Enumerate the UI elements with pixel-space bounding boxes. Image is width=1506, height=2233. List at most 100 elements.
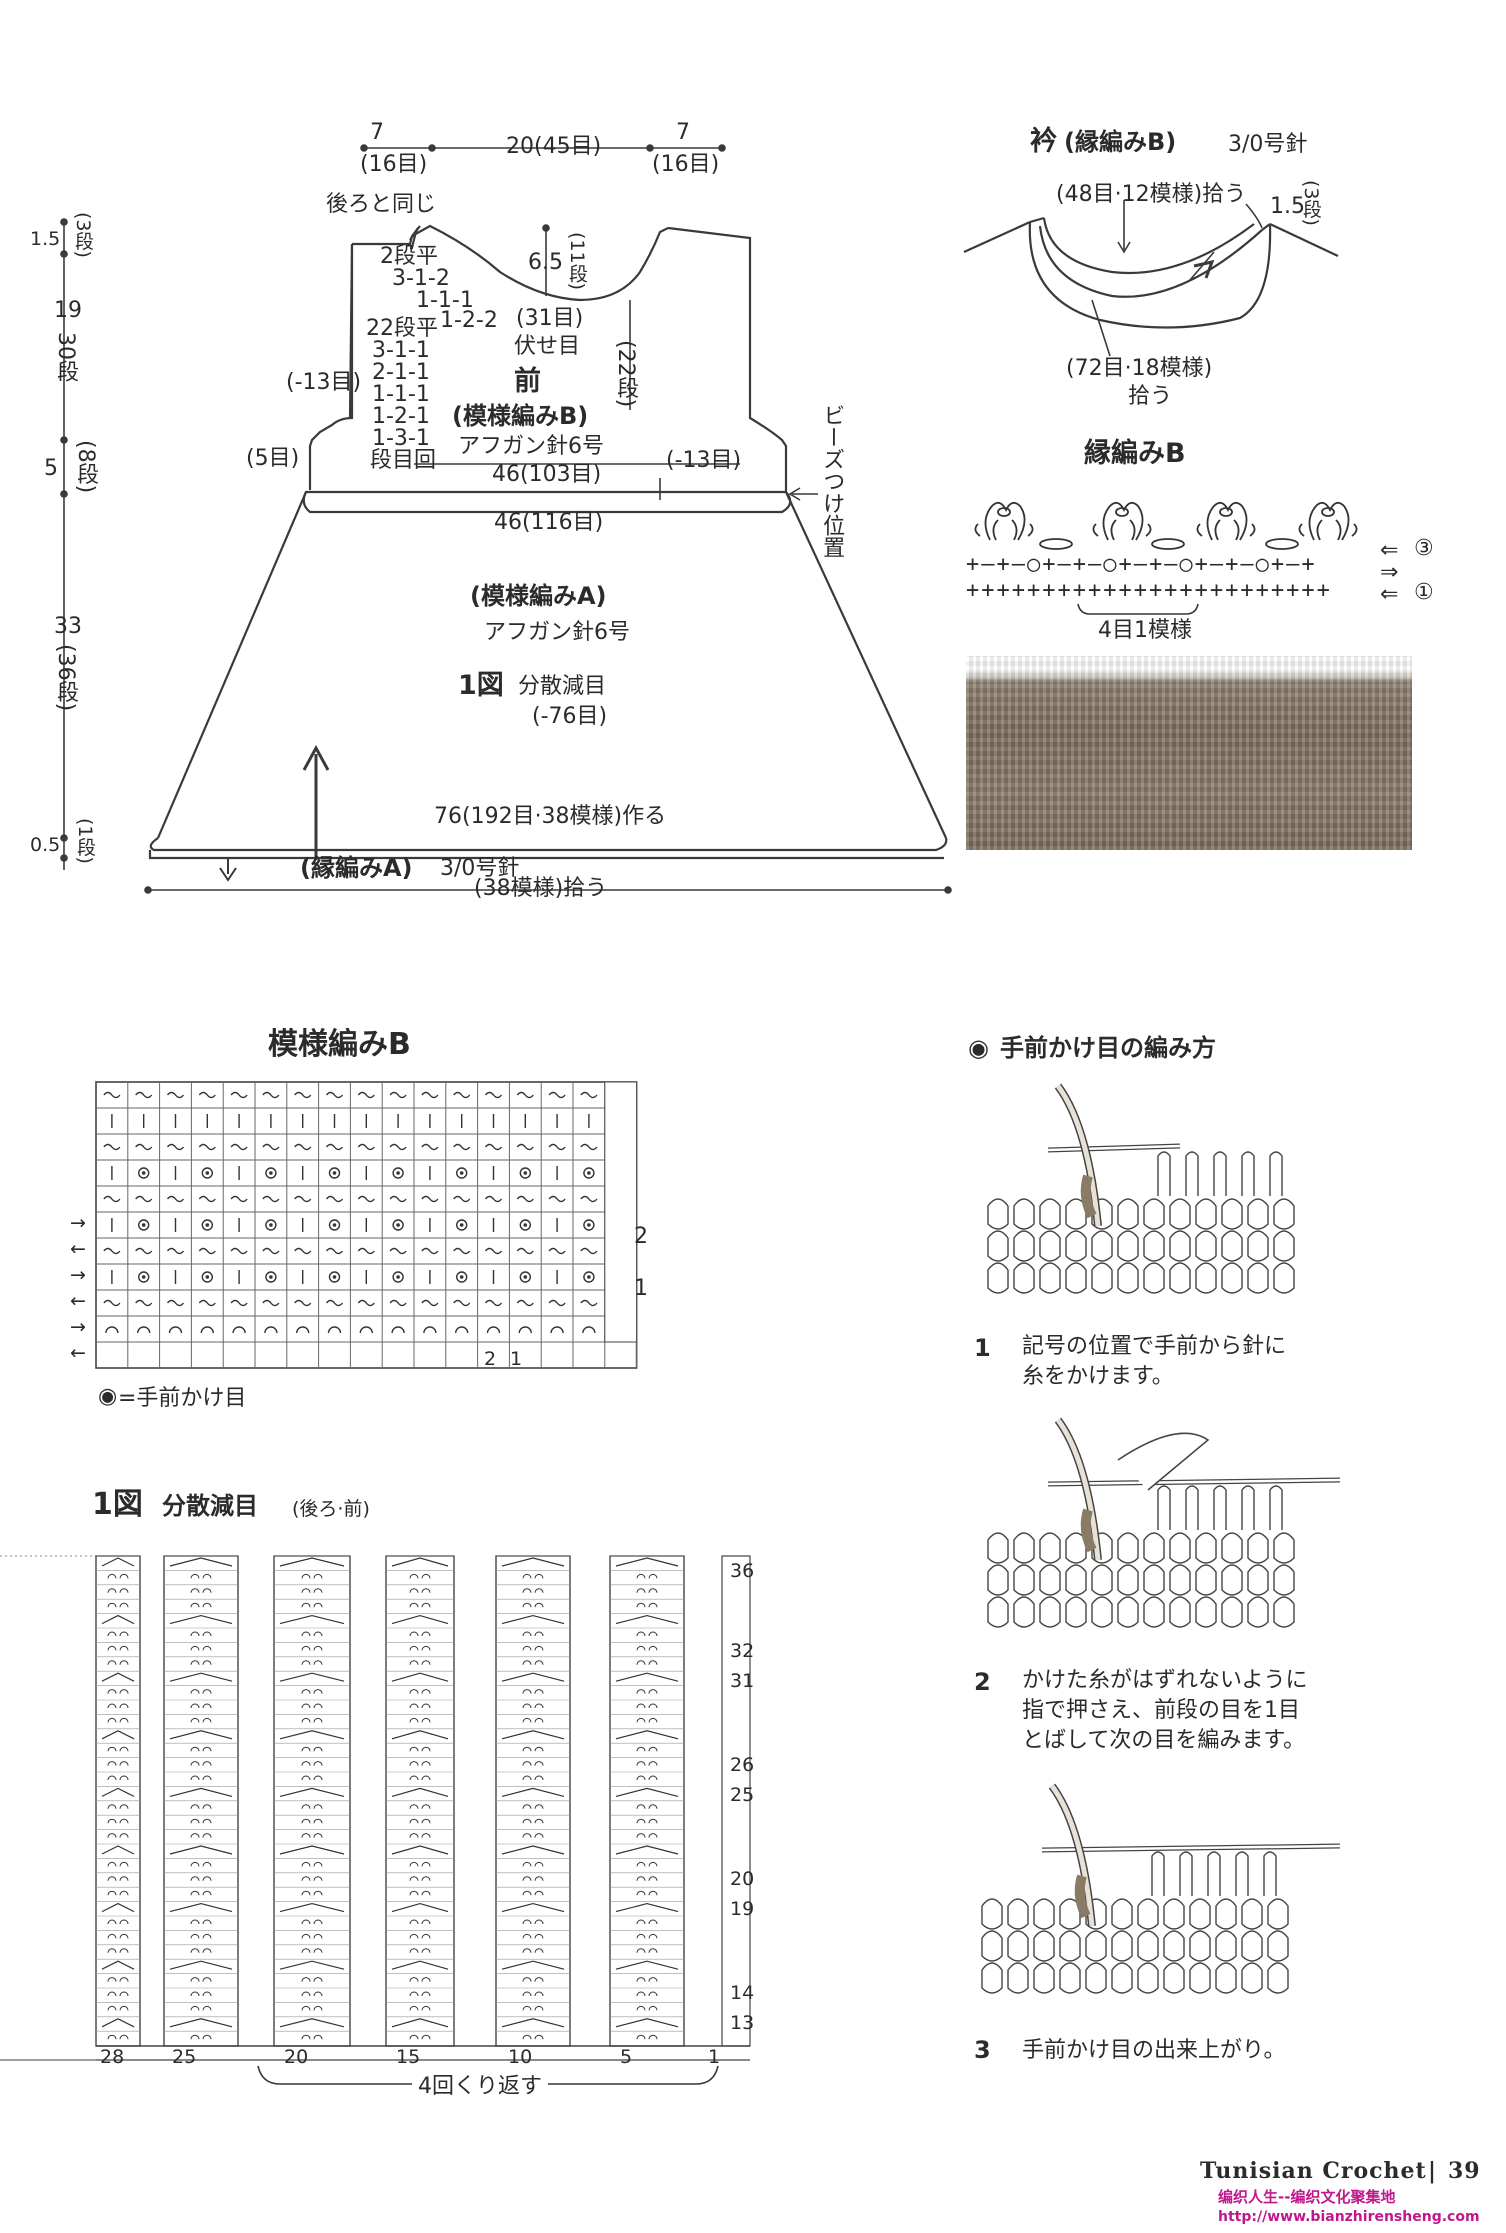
yarn-over-dot	[587, 1275, 591, 1279]
fig1-decrease-symbol	[101, 1557, 135, 1567]
hook-shaft-highlight	[1047, 1478, 1341, 1486]
fig1-loop-symbol	[636, 1977, 658, 1982]
collar-title-pattern: (縁編みB)	[1064, 128, 1177, 156]
chain-symbol	[103, 1195, 121, 1203]
bead-position: ビーズつけ位置	[819, 404, 845, 558]
knit-stitch	[1039, 1532, 1061, 1564]
fig1-loop-symbol	[409, 1861, 431, 1867]
fig1-loop-symbol	[409, 1631, 431, 1637]
fig1-row-31: 31	[730, 1670, 755, 1692]
yarn-over-dot	[523, 1275, 528, 1279]
collar-pick-top: (48目·12模様)拾う	[1056, 182, 1247, 207]
chain-symbol	[516, 1143, 534, 1151]
knit-stitch	[1163, 1930, 1185, 1962]
minus13-right: (-13目)	[666, 448, 742, 473]
chain-symbol	[548, 1195, 566, 1203]
fig1-loop-symbol	[107, 1991, 129, 1997]
fig1-loop-symbol	[301, 1861, 323, 1867]
left-dim-1: 1.5	[30, 228, 61, 250]
hook-loop	[1157, 1485, 1171, 1530]
fig1-loop-symbol	[522, 2005, 544, 2011]
yarn-over-dot	[332, 1171, 337, 1175]
chain-symbol	[135, 1195, 153, 1203]
yarn-over-symbol	[519, 1219, 531, 1231]
edging-b-row1-num: ①	[1414, 580, 1434, 605]
knit-stitch	[1273, 1230, 1295, 1262]
chain-symbol	[166, 1143, 185, 1151]
fig1-subtitle-note: (後ろ·前)	[292, 1498, 370, 1520]
yarn-over-dot	[459, 1171, 464, 1175]
pick-up-label: (38模様)拾う	[474, 876, 608, 901]
fig1-loop-symbol	[522, 1818, 544, 1824]
width-103: 46(103目)	[492, 462, 602, 487]
fig1-loop-symbol	[636, 1660, 658, 1665]
fig1-loop-symbol	[190, 2034, 212, 2040]
chain-symbol	[166, 1091, 185, 1099]
fig1-loop-symbol	[107, 1689, 129, 1694]
fig1-loop-symbol	[522, 1660, 544, 1665]
chain-symbol	[453, 1143, 471, 1151]
chain-symbol	[230, 1247, 248, 1255]
knit-stitch	[1111, 1898, 1133, 1930]
fig1-decrease-symbol	[615, 1672, 679, 1682]
fig1-loop-symbol	[301, 1703, 323, 1709]
collar-pick-bottom2: 拾う	[1128, 384, 1173, 409]
fig1-decrease-symbol	[279, 1557, 345, 1567]
top-left-sts: (16目)	[360, 152, 428, 177]
hook-loop	[1241, 1485, 1255, 1530]
knit-stitch	[1195, 1532, 1217, 1564]
loop-symbol	[296, 1326, 310, 1334]
fig1-loop-symbol	[636, 1919, 658, 1925]
chain-symbol	[453, 1299, 471, 1307]
knit-stitch	[1241, 1898, 1263, 1930]
chain-symbol	[453, 1247, 471, 1255]
fig1-loop-symbol	[107, 1977, 129, 1982]
hook-loop	[1157, 1151, 1171, 1196]
hook-loop	[1269, 1485, 1283, 1530]
hook-loop	[1185, 1151, 1199, 1196]
knit-stitch	[1195, 1596, 1217, 1628]
yarn-over-dot	[587, 1171, 591, 1175]
chain-symbol	[389, 1247, 407, 1255]
loop-symbol	[550, 1326, 564, 1334]
bind-off: 伏せ目	[514, 334, 581, 359]
knit-stitch	[1221, 1198, 1243, 1230]
fig1-decrease-symbol	[391, 1902, 449, 1913]
chain-symbol	[580, 1143, 598, 1151]
fig1-loop-symbol	[190, 1833, 212, 1838]
fig1-decrease-symbol	[391, 1730, 449, 1740]
fig1-loop-symbol	[409, 1919, 431, 1925]
knit-stitch	[1117, 1564, 1139, 1596]
fig1-loop-symbol	[522, 1861, 544, 1867]
left-dim-3-rows: (8段)	[73, 440, 99, 494]
fig1-loop-symbol	[522, 1703, 544, 1709]
chain-symbol	[484, 1143, 503, 1151]
knit-stitch	[1013, 1198, 1035, 1230]
knit-stitch	[1065, 1596, 1087, 1628]
knit-stitch	[1273, 1532, 1295, 1564]
knit-stitch	[1039, 1262, 1061, 1294]
knit-stitch	[1085, 1962, 1107, 1994]
chain-symbol	[294, 1195, 312, 1203]
armhole-rows: (22段)	[613, 340, 639, 408]
knit-stitch	[1137, 1898, 1159, 1930]
step-2-num: 2	[974, 1668, 991, 1696]
fig1-loop-symbol	[636, 1818, 658, 1824]
howto-title-symbol: ◉	[968, 1034, 989, 1062]
five-sts: (5目)	[246, 446, 300, 471]
step-1-num: 1	[974, 1334, 991, 1362]
left-dim-2: 19	[54, 298, 82, 323]
hook-loop	[1179, 1851, 1193, 1896]
fig1-loop-symbol	[522, 1761, 544, 1766]
chain-symbol	[421, 1247, 439, 1255]
fig1-loop-symbol	[301, 1818, 323, 1824]
yarn-over-symbol	[137, 1271, 150, 1283]
fig1-loop-symbol	[636, 1746, 658, 1752]
fig1-decrease-symbol	[279, 2018, 345, 2028]
fig1-decrease-symbol	[169, 1672, 233, 1682]
loop-symbol	[137, 1326, 151, 1334]
fig1-decrease-symbol	[169, 2018, 233, 2028]
pattern-b-row-num-1: 1	[634, 1276, 648, 1301]
fig1-loop-symbol	[301, 1890, 323, 1896]
chain-symbol	[453, 1195, 471, 1203]
